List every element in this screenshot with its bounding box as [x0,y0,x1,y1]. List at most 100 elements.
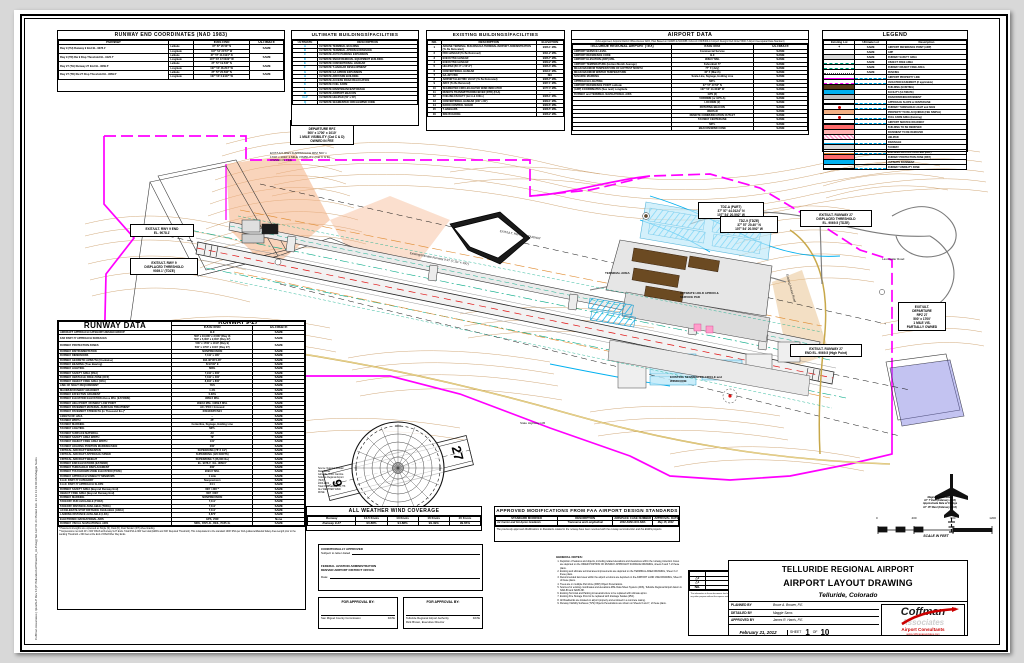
runway-data-ultimate: SAME [252,426,305,432]
sheet-label: SHEET [790,630,802,634]
coordinate-ultimate: SAME [249,44,284,54]
existing-building-elev: N/A [535,72,565,79]
magnetic-declination-note: Magnetic Declination 10° 7' East (Februa… [922,496,958,509]
airport-data-title: AIRPORT DATA [572,31,808,40]
approval-box-2-line1: Telluride Regional Airport Authority [406,616,449,620]
coordinate-existing: 37° 57' 20'40" N [192,44,251,50]
airport-data-existing: 37° 57' 41'52" N [670,83,754,89]
mod-description: Transverse and Longitudinal [557,520,614,526]
column-header: No. [689,584,706,591]
runway-data-existing: SUPER/KING 7 (36,000 lbs) [171,456,254,462]
airport-data-ultimate: SAME [752,78,809,85]
airport-data-ultimate: SAME [752,91,809,98]
airport-data-existing: LOC/DME (2) [670,100,754,106]
runway-data-ultimate: None [252,516,305,522]
runway-end-name: Rwy 27 (TH) Runway 27 End EL. 9069.5' [57,61,170,72]
sheet-number: 1 [805,627,810,637]
runway-data-ultimate: SAME [252,361,305,368]
runway-data-ultimate: SAME [252,452,305,458]
runway-data-existing: 7,111' [171,508,254,514]
table-row: TAKEOFF DISTANCE AVAILABLE (TODA)7,111'S… [57,503,305,510]
runway-data-ultimate: SAME [252,482,305,488]
runway-data-existing: 094.48°/274.48° [171,357,254,364]
column-header: APPROVAL DATE [652,515,679,522]
subject-to-letter-line[interactable] [352,554,480,555]
runway-data-ultimate: SAME [252,349,305,355]
callout-rwy9-displaced-threshold: EXIT/ULT. RWY 9 DISPLACED THRESHOLD 9039… [130,258,198,275]
detailed-by-value: Maggie Sams [773,610,793,615]
approval-box-airport-authority: FOR APPROVAL BY: Telluride Regional Airp… [403,597,483,629]
faa-agency-line1: FEDERAL AVIATION ADMINISTRATION [321,564,377,568]
airport-data-existing: VOR/DME (or GPS-A) [670,95,754,102]
runway-data-existing: B-II [171,329,254,335]
runway-data-existing: MITL [171,426,254,432]
approval-box-2-signature-line[interactable] [406,615,480,616]
approval-box-1-signature-line[interactable] [321,615,395,616]
runway-data-existing: 6,870' [171,512,254,518]
sheet-total: 10 [820,627,830,637]
runway-data-ultimate: SAME [252,456,305,462]
airport-data-existing: GPS (2) [670,91,754,98]
ultimate-building-id: Q [292,99,318,105]
airport-data-item [572,126,672,132]
coordinate-type: Longitude [168,74,194,80]
airport-data-ultimate: SAME [752,48,809,55]
faa-date-line[interactable] [330,578,480,579]
callout-rwy9-end: EXIT/ULT. RWY 9 END EL. 9078.1' [130,224,194,237]
runway-data-existing: 34:1 [171,482,254,488]
runway-end-coordinates-title: RUNWAY END COORDINATES (NAD 1983) [58,31,284,40]
existing-building-elev: 9088.5' MSL [535,107,565,113]
existing-building-no: 1 [427,43,442,53]
runway-data-existing: 7,111' x 100' [171,353,254,359]
existing-building-desc: AIRLINE TERMINAL BUILDING/GA TERMINAL/AI… [440,43,537,53]
runway-data-ultimate: SAME [252,495,305,501]
airport-data-ultimate: SAME [752,61,809,67]
wind-coverage-value: 90.88% [355,520,388,527]
existing-building-elev: 9091.2' MSL [535,51,565,57]
general-note-item: Existing Terminal and Parking lot area/s… [560,592,682,595]
existing-building-desc: SRE BUILDING [440,111,537,117]
ultimate-building-desc: ULTIMATE TERMINAL APRON EXPANSION [317,48,418,54]
existing-building-elev: 9086.7' MSL [535,77,565,83]
table-row: ACCELERATE-STOP DISTANCE AVAILABLE (ASDA… [57,508,305,514]
approval-box-2-line2: Rick Brown, Executive Director [406,620,445,624]
column-header: ULTIMATE [249,39,284,46]
table-row: RUNWAY SAFETY AREA (Beyond Runway End)60… [57,486,305,492]
airport-data-ultimate: SAME [752,108,809,115]
airport-data-existing: TAXIWAY CENTERLINE [670,117,754,123]
callout-rwy27-end: EXIT/ULT. RUNWAY 27 END EL. 9069.5 (High… [790,344,862,357]
coordinate-existing: 107° 53' 47.5032" W [192,57,251,63]
existing-building-elev: 9088.2' MSL [535,111,565,117]
existing-buildings-title: EXISTING BUILDINGS/FACILITIES [427,31,564,40]
column-header: EXISTING [192,39,251,46]
general-note-item: Depiction of features and objects, inclu… [560,560,682,570]
airport-data-existing: 107° 54' 14.4048" W [670,87,754,93]
airport-data-ultimate: SAME [752,83,809,89]
runway-data-item: RUNWAY PROTECTION ZONES [57,341,173,351]
airport-layout-map[interactable]: EXIT/ULT. RWY 27 DEPARTURE RPZ 500' x 17… [30,24,992,636]
existing-building-elev: 9077.4' MSL [535,85,565,92]
runway-data-table: RUNWAY DATA RUNWAY 9-27 EXISTING ULTIMAT… [57,320,306,610]
runway-data-ultimate: SAME [252,400,305,406]
airport-data-ultimate: SAME [752,100,809,106]
column-header: ULTIMATE [752,44,809,50]
runway-data-existing: 8,091' x 800' [171,379,254,385]
